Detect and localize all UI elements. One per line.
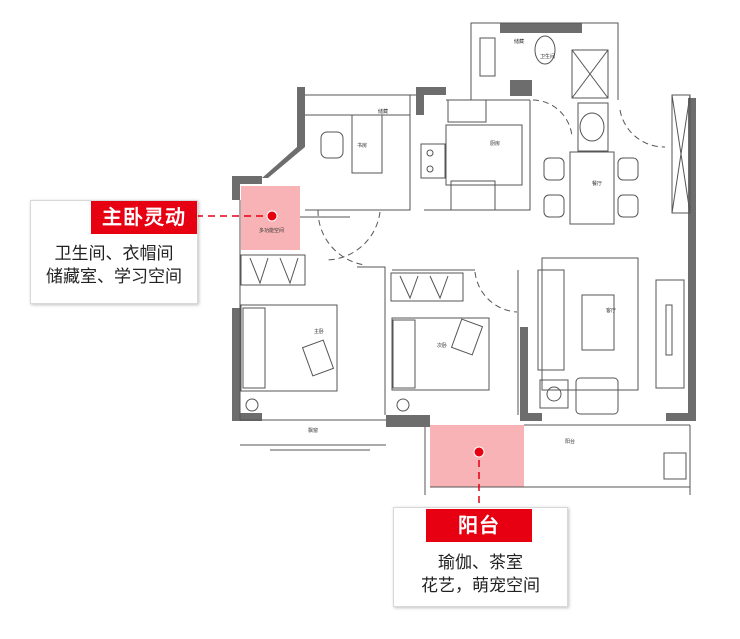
room-label-study: 书房: [357, 142, 367, 149]
callout-line: 瑜伽、茶室: [438, 553, 523, 573]
callout-line: 卫生间、衣帽间: [54, 244, 174, 264]
callout-line: 储藏室、学习空间: [46, 267, 182, 287]
room-label-master-bedroom: 主卧: [314, 328, 324, 335]
marker-dot-balcony: [473, 446, 485, 458]
callout-title: 主卧灵动: [91, 201, 197, 234]
callout-title: 阳台: [426, 509, 532, 542]
room-label-bay-window: 飘窗: [308, 427, 318, 434]
room-label-second-bedroom: 次卧: [437, 342, 447, 349]
room-label-kitchen: 厨房: [490, 140, 500, 147]
marker-dot-multi-space: [266, 210, 278, 222]
room-label-toilet: 卫生间: [540, 53, 555, 60]
room-label-balcony: 阳台: [565, 438, 575, 445]
callout-balcony: 阳台 瑜伽、茶室 花艺，萌宠空间: [393, 507, 568, 607]
room-label-dining: 餐厅: [592, 180, 602, 187]
callout-line: 花艺，萌宠空间: [421, 576, 540, 596]
walls: [232, 23, 696, 427]
room-label-storage-top: 储藏: [514, 38, 524, 45]
room-label-study-storage: 储藏: [378, 108, 388, 115]
callout-master-bedroom: 主卧灵动 卫生间、衣帽间 储藏室、学习空间: [30, 200, 198, 304]
room-label-living-room: 客厅: [606, 307, 616, 314]
room-label-multi-space: 多功能空间: [259, 227, 284, 234]
